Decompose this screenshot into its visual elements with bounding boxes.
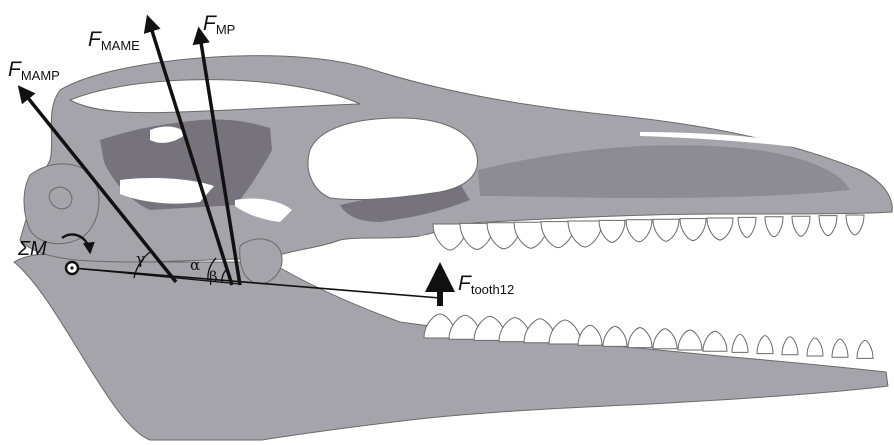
label-force-mamp: FMAMP xyxy=(8,58,60,83)
label-angle-alpha: α xyxy=(190,256,200,274)
jaw-joint-pivot-center xyxy=(70,266,73,269)
label-angle-beta: β xyxy=(209,268,218,286)
quadrate xyxy=(24,164,99,244)
orbit-opening xyxy=(308,118,477,200)
label-angle-gamma: γ xyxy=(136,250,145,268)
label-force-mp: FMP xyxy=(203,12,235,37)
label-moment: ΣM xyxy=(17,238,47,260)
label-force-mame: FMAME xyxy=(88,28,140,53)
